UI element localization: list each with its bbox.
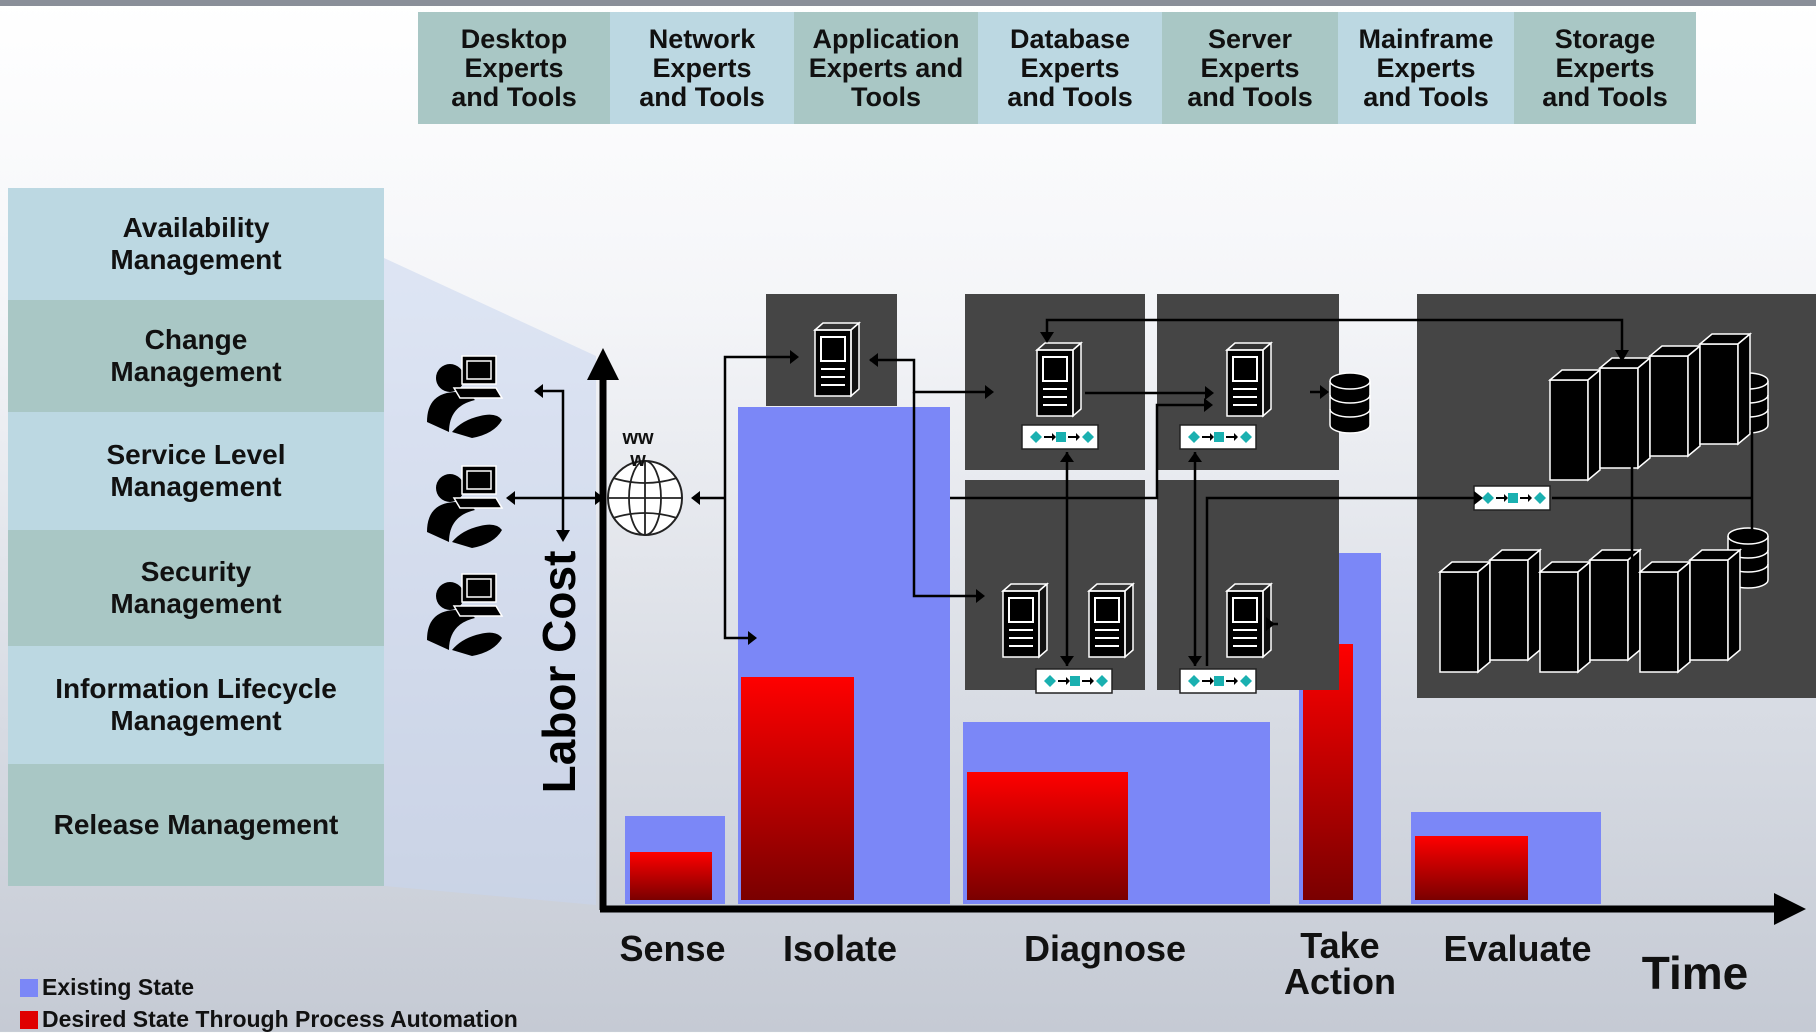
header-mainframe-experts: Mainframe Experts and Tools — [1338, 12, 1514, 124]
storage-disk-icon — [1329, 372, 1371, 434]
row-service-level-management: Service Level Management — [8, 412, 384, 530]
process-flow-icon — [1179, 424, 1257, 450]
database-server-icon — [1036, 342, 1082, 417]
row-security-management: Security Management — [8, 530, 384, 646]
x-axis-arrowhead — [1774, 893, 1806, 925]
row-availability-management: Availability Management — [8, 188, 384, 300]
bar-desired-diagnose — [967, 772, 1128, 900]
phase-label-evaluate: Evaluate — [1443, 928, 1592, 969]
mainframe-lower-icon — [1439, 549, 1741, 673]
phase-label-sense: Sense — [619, 928, 726, 969]
server-icon — [1226, 583, 1272, 658]
bar-desired-evaluate — [1415, 836, 1528, 900]
process-flow-icon — [1035, 668, 1113, 694]
legend-swatch-existing — [20, 978, 38, 997]
row-change-management: Change Management — [8, 300, 384, 412]
process-flow-icon — [1473, 485, 1551, 511]
header-desktop-experts: Desktop Experts and Tools — [418, 12, 610, 124]
legend-swatch-desired — [20, 1010, 38, 1029]
legend-existing-label: Existing State — [42, 974, 195, 1000]
header-application-experts: Application Experts and Tools — [794, 12, 978, 124]
process-flow-icon — [1021, 424, 1099, 450]
header-database-experts: Database Experts and Tools — [978, 12, 1162, 124]
arrowheads — [506, 332, 1629, 666]
connector-lines — [515, 318, 1754, 666]
header-storage-experts: Storage Experts and Tools — [1514, 12, 1696, 124]
y-axis-label: Labor Cost — [533, 551, 585, 794]
database-server-icon — [1088, 583, 1134, 658]
legend-existing: Existing State — [20, 974, 194, 1001]
globe-icon — [607, 460, 683, 536]
legend-desired-label: Desired State Through Process Automation — [42, 1006, 518, 1032]
server-icon — [1226, 342, 1272, 417]
bar-desired-sense — [630, 852, 712, 900]
bar-desired-isolate — [741, 677, 854, 900]
legend-desired: Desired State Through Process Automation — [20, 1006, 518, 1033]
x-axis-label: Time — [1641, 947, 1749, 999]
database-server-icon — [1002, 583, 1048, 658]
phase-label-isolate: Isolate — [782, 928, 898, 969]
row-information-lifecycle-management: Information Lifecycle Management — [8, 646, 384, 764]
row-release-management: Release Management — [8, 764, 384, 886]
header-network-experts: Network Experts and Tools — [610, 12, 794, 124]
phase-label-take-action: Take Action — [1284, 925, 1396, 1002]
y-axis-arrowhead — [587, 348, 619, 380]
phase-label-diagnose: Diagnose — [1023, 928, 1187, 969]
top-rule — [0, 0, 1816, 6]
application-server-icon — [814, 322, 860, 397]
process-flow-icon — [1179, 668, 1257, 694]
header-server-experts: Server Experts and Tools — [1162, 12, 1338, 124]
